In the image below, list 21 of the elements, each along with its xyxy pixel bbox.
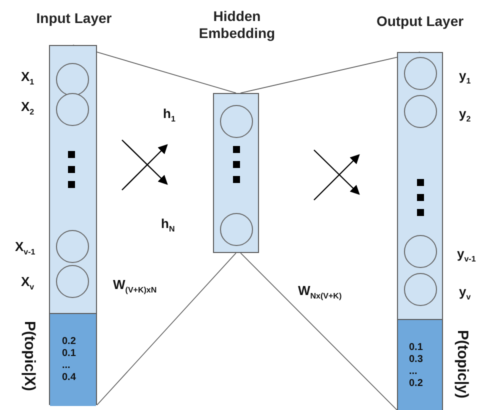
unit-label: y$_{v}$ (459, 284, 471, 302)
probability-values: 0.1 0.3 ... 0.2 (409, 342, 424, 390)
layer-title: Input Layer (36, 10, 112, 27)
weight-matrix-label: W$_{(V+K)xN}$ (113, 277, 157, 295)
unit-label: X$_{2}$ (21, 99, 34, 117)
probability-label: P(topic|X) (21, 321, 38, 392)
unit-label: X$_{v}$ (21, 274, 34, 292)
unit-label: h$_{1}$ (163, 106, 176, 124)
probability-label: P(topic|y) (454, 330, 471, 398)
probability-values: 0.2 0.1 ... 0.4 (62, 336, 77, 384)
unit-label: y$_{1}$ (459, 68, 471, 86)
unit-label: X$_{v-1}$ (15, 239, 36, 257)
projection-line (96, 252, 236, 406)
unit-label: X$_{1}$ (21, 69, 34, 87)
unit-label: y$_{2}$ (459, 106, 471, 124)
weight-matrix-label: W$_{Nx(V+K)}$ (298, 283, 342, 301)
layer-title: Output Layer (376, 13, 464, 30)
unit-label: h$_{N}$ (161, 216, 175, 234)
unit-label: y$_{v-1}$ (457, 246, 476, 264)
projection-line (240, 252, 398, 410)
layer-title: Hidden Embedding (198, 8, 276, 42)
